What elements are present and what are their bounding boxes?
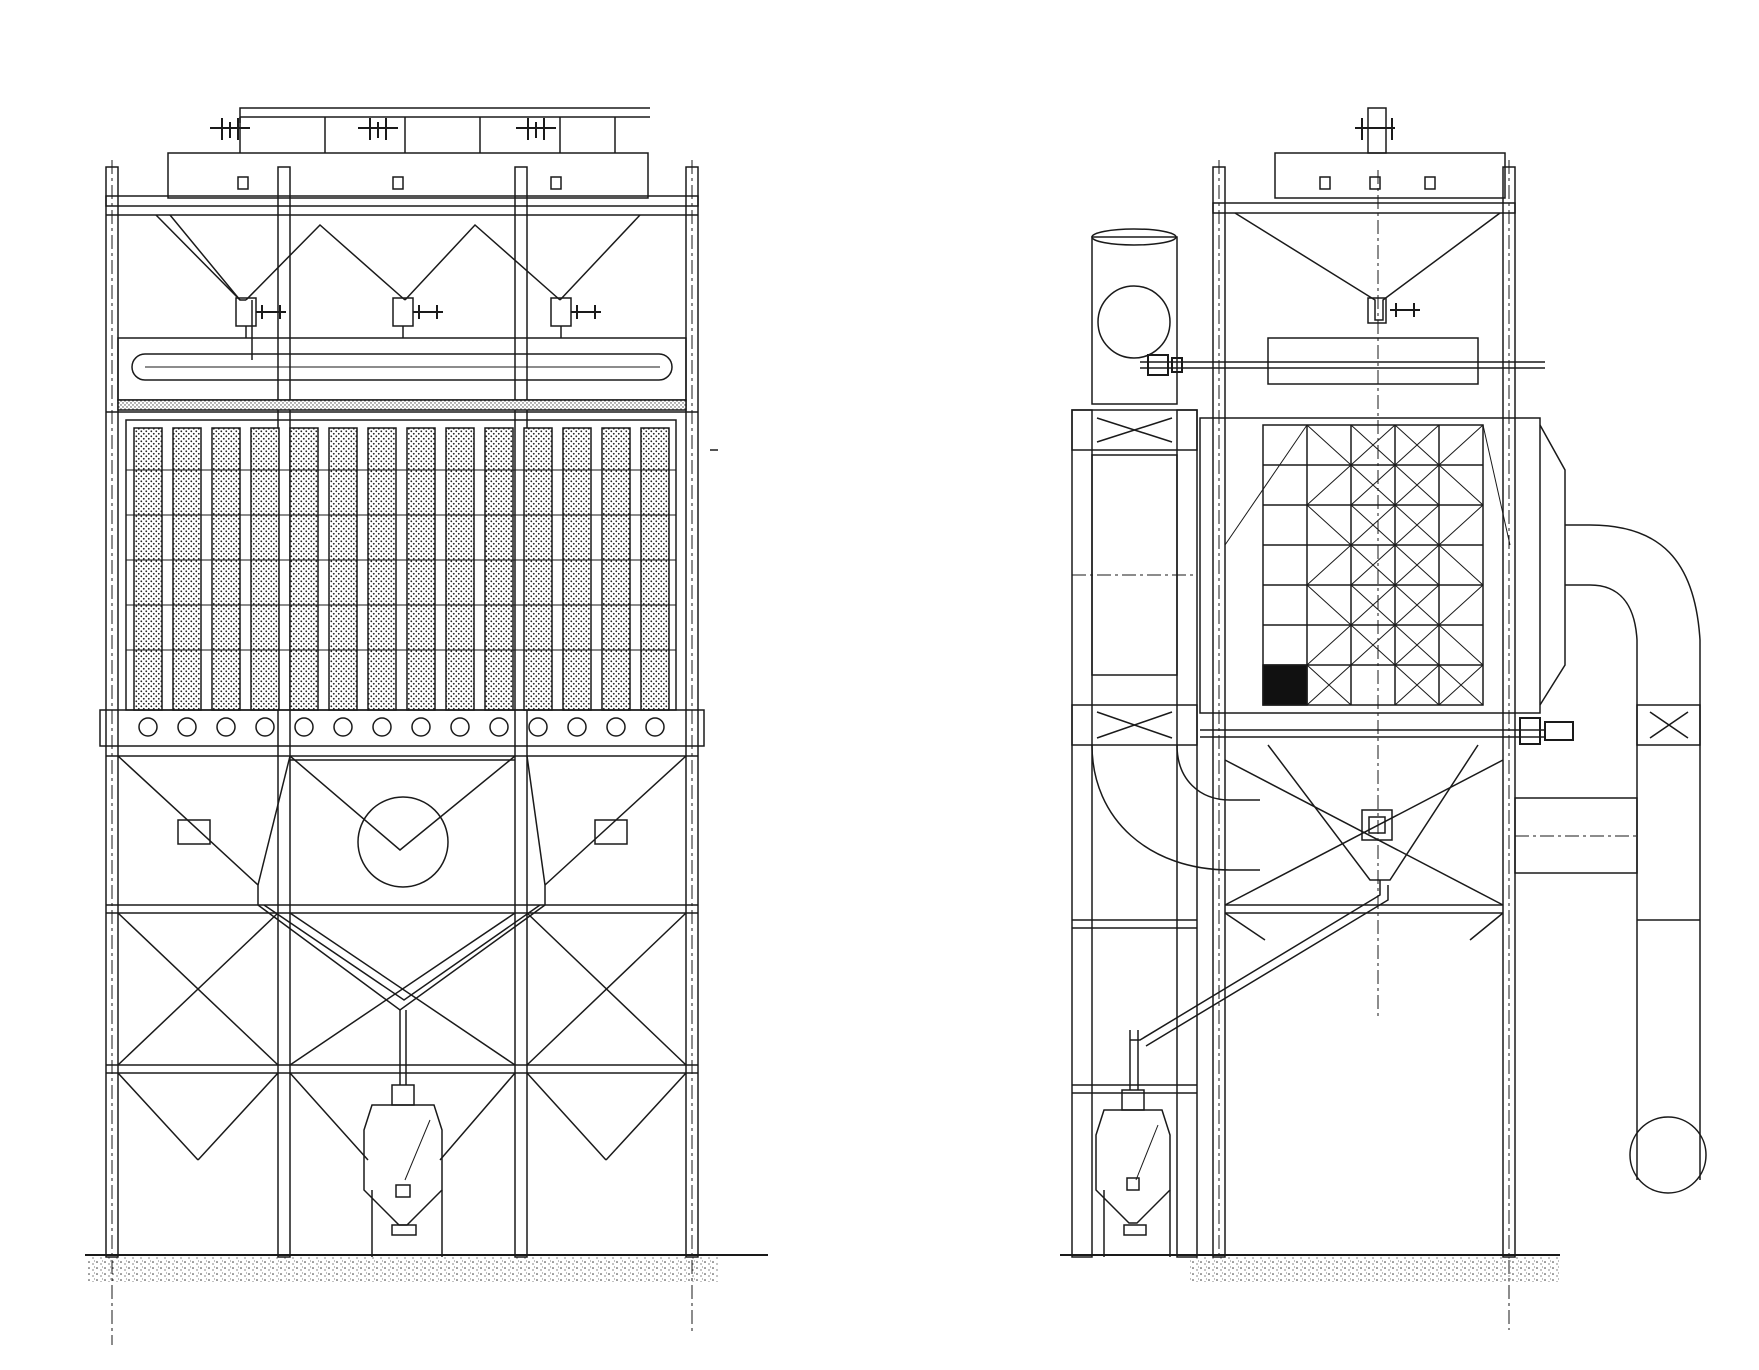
side-filter-grid [1199,417,1566,714]
front-ash-vessel [363,1010,443,1257]
side-ash-vessel [1095,1030,1171,1257]
front-lower-hoppers [117,755,687,1011]
side-foundation [1190,1257,1560,1282]
front-conveyor-chamber [117,337,687,401]
front-bracing [117,912,687,1161]
front-screw-discharge [138,717,665,737]
front-top-valves [210,118,556,140]
front-filter-bags [125,419,677,711]
front-elevation-view [85,107,768,1345]
side-inlet-duct [1071,228,1260,1258]
side-elevation-view [1060,107,1707,1330]
front-top-plenum [167,152,649,199]
front-upper-hoppers [155,214,641,360]
side-outlet-duct [1514,524,1707,1194]
front-foundation [88,1257,718,1282]
front-columns [105,160,699,1345]
side-top-plenum [1274,152,1506,199]
